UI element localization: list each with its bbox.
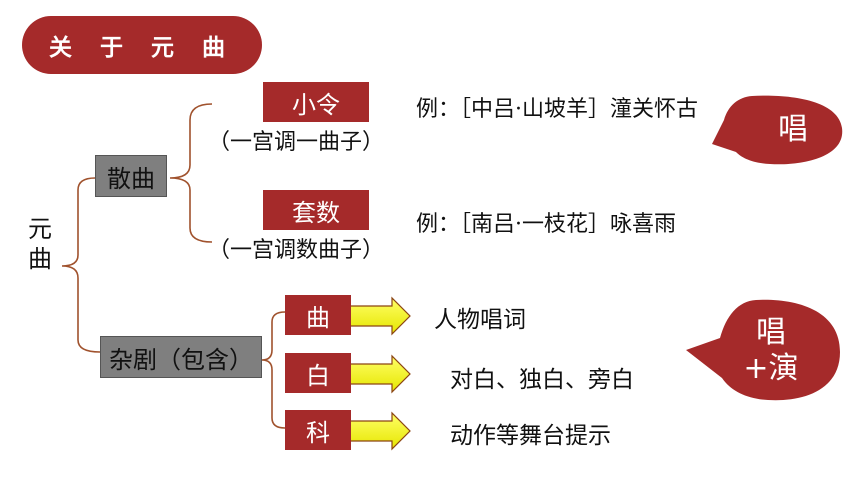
zaju-item-qu-desc: 人物唱词 bbox=[434, 307, 526, 333]
zaju-item-label: 科 bbox=[306, 418, 330, 447]
sanqu-brace bbox=[169, 103, 213, 243]
root-label: 元曲 bbox=[28, 215, 52, 273]
zaju-item-ke-box: 科 bbox=[285, 410, 351, 450]
bubble-chang-yan: 唱+演 bbox=[743, 315, 799, 386]
arrow-qu bbox=[349, 296, 411, 336]
zaju-item-label: 白 bbox=[306, 361, 330, 390]
title-banner: 关 于 元 曲 bbox=[22, 16, 262, 74]
zaju-item-bai-desc: 对白、独白、旁白 bbox=[450, 367, 634, 393]
xiaoling-example: 例：［中吕·山坡羊］潼关怀古 bbox=[416, 97, 698, 122]
xiaoling-label: 小令 bbox=[292, 90, 340, 119]
zaju-item-qu-box: 曲 bbox=[285, 295, 351, 335]
xiaoling-sub: （一宫调一曲子） bbox=[208, 130, 385, 155]
arrow-bai bbox=[349, 354, 411, 394]
taoshu-sub: （一宫调数曲子） bbox=[208, 238, 385, 263]
zaju-box: 杂剧（包含） bbox=[100, 336, 262, 378]
zaju-label: 杂剧（包含） bbox=[109, 345, 253, 374]
zaju-item-ke-desc: 动作等舞台提示 bbox=[450, 423, 611, 449]
root-brace bbox=[61, 177, 101, 353]
bubble-chang-yan-shape bbox=[686, 299, 840, 401]
arrow-ke bbox=[349, 411, 411, 451]
taoshu-example: 例：［南吕·一枝花］咏喜雨 bbox=[416, 212, 676, 237]
zaju-item-bai-box: 白 bbox=[285, 353, 351, 393]
taoshu-label: 套数 bbox=[292, 198, 340, 227]
bubble-chang: 唱 bbox=[778, 112, 808, 147]
sanqu-box: 散曲 bbox=[95, 155, 167, 197]
bubble-chang-shape bbox=[712, 95, 843, 165]
taoshu-box: 套数 bbox=[263, 190, 369, 230]
sanqu-label: 散曲 bbox=[107, 164, 155, 193]
zaju-item-label: 曲 bbox=[306, 303, 330, 332]
zaju-brace bbox=[261, 311, 286, 429]
title-text: 关 于 元 曲 bbox=[48, 35, 236, 61]
xiaoling-box: 小令 bbox=[263, 82, 369, 122]
